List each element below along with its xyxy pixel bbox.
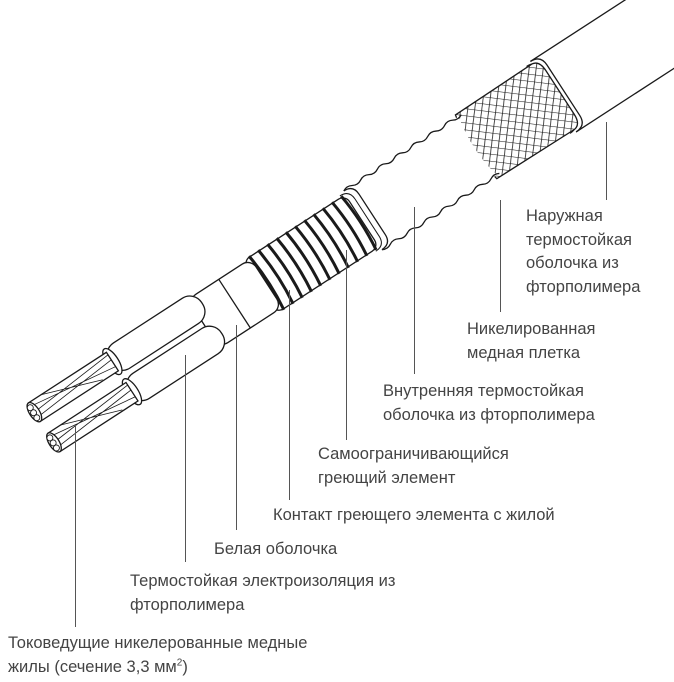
label-conductors: Токоведущие никелерованные медные жилы (… [8,632,307,679]
label-heating-element: Самоограничивающийся греющий элемент [318,443,509,490]
label-line: оболочка из [526,254,619,272]
label-text: ) [182,657,188,676]
label-line: Контакт греющего элемента с жилой [273,506,555,524]
label-white-sheath: Белая оболочка [214,538,337,562]
label-line: Самоограничивающийся [318,445,509,463]
label-inner-jacket: Внутренняя термостойкая оболочка из фтор… [383,380,595,427]
leader-heating-element [346,250,348,440]
label-line: Внутренняя термостойкая [383,382,584,400]
leader-braid [500,200,502,312]
leader-outer-jacket [606,122,608,200]
leader-insulation [185,355,187,562]
heating-element [245,195,378,311]
label-line: Токоведущие никелерованные медные [8,634,308,652]
white-sheath [190,261,280,345]
label-line: Никелированная [467,320,596,338]
inner-jacket [339,114,500,252]
label-line: термостойкая [526,230,632,249]
label-braid: Никелированная медная плетка [467,318,595,365]
label-line: Наружная [526,207,603,225]
label-line: оболочка из фторполимера [383,405,595,424]
label-line: жилы (сечение 3,3 мм2) [8,656,307,680]
label-text: жилы (сечение 3,3 мм [8,657,177,676]
label-line: Термостойкая электроизоляция из [130,572,396,590]
label-outer-jacket: Наружная термостойкая оболочка из фторпо… [526,205,640,299]
label-line: фторполимера [526,277,641,296]
leader-contact [289,290,291,500]
superscript: 2 [176,657,183,668]
label-insulation: Термостойкая электроизоляция из фторполи… [130,570,395,617]
leader-white-sheath [236,325,238,530]
conductors [26,351,139,453]
label-line: греющий элемент [318,468,456,487]
label-line: фторполимера [130,595,245,614]
label-line: Белая оболочка [214,540,338,558]
label-line: медная плетка [467,343,581,362]
label-contact: Контакт греющего элемента с жилой [273,504,555,528]
leader-inner-jacket [414,207,416,374]
leader-conductors [75,425,77,627]
